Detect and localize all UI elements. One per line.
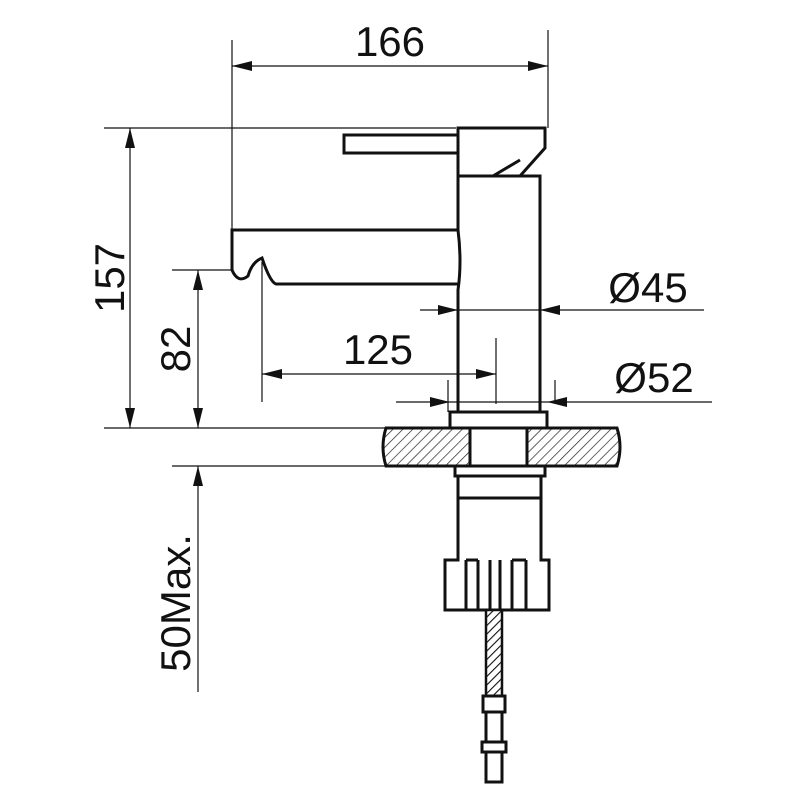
base-ring xyxy=(448,410,549,430)
label-overall-height: 157 xyxy=(86,243,133,313)
handle-cap xyxy=(456,126,547,178)
label-overall-width: 166 xyxy=(355,18,425,65)
label-base-diameter: Ø52 xyxy=(614,354,693,401)
dimension-labels: 166 157 82 125 Ø45 Ø52 50Max. xyxy=(86,18,694,672)
nut-teeth xyxy=(464,558,528,610)
countertop-section xyxy=(381,426,622,468)
countertop-right xyxy=(525,426,622,468)
main-body xyxy=(456,174,542,414)
spout xyxy=(230,228,458,286)
mounting-hardware xyxy=(443,426,551,784)
label-spout-reach: 125 xyxy=(343,326,413,373)
braided-hose xyxy=(484,608,504,698)
label-max-deck-thickness: 50Max. xyxy=(152,534,199,672)
hose-fitting xyxy=(480,694,508,784)
lever-handle xyxy=(342,133,460,155)
label-spout-height: 82 xyxy=(152,326,199,373)
faucet-outline xyxy=(230,126,549,430)
cap-chamfer xyxy=(492,158,521,178)
mounting-nut xyxy=(443,496,551,612)
mounting-shank xyxy=(468,426,529,468)
threaded-stud xyxy=(456,474,543,500)
countertop-left xyxy=(381,426,472,468)
dimension-lines xyxy=(125,61,567,692)
label-body-diameter: Ø45 xyxy=(608,264,687,311)
